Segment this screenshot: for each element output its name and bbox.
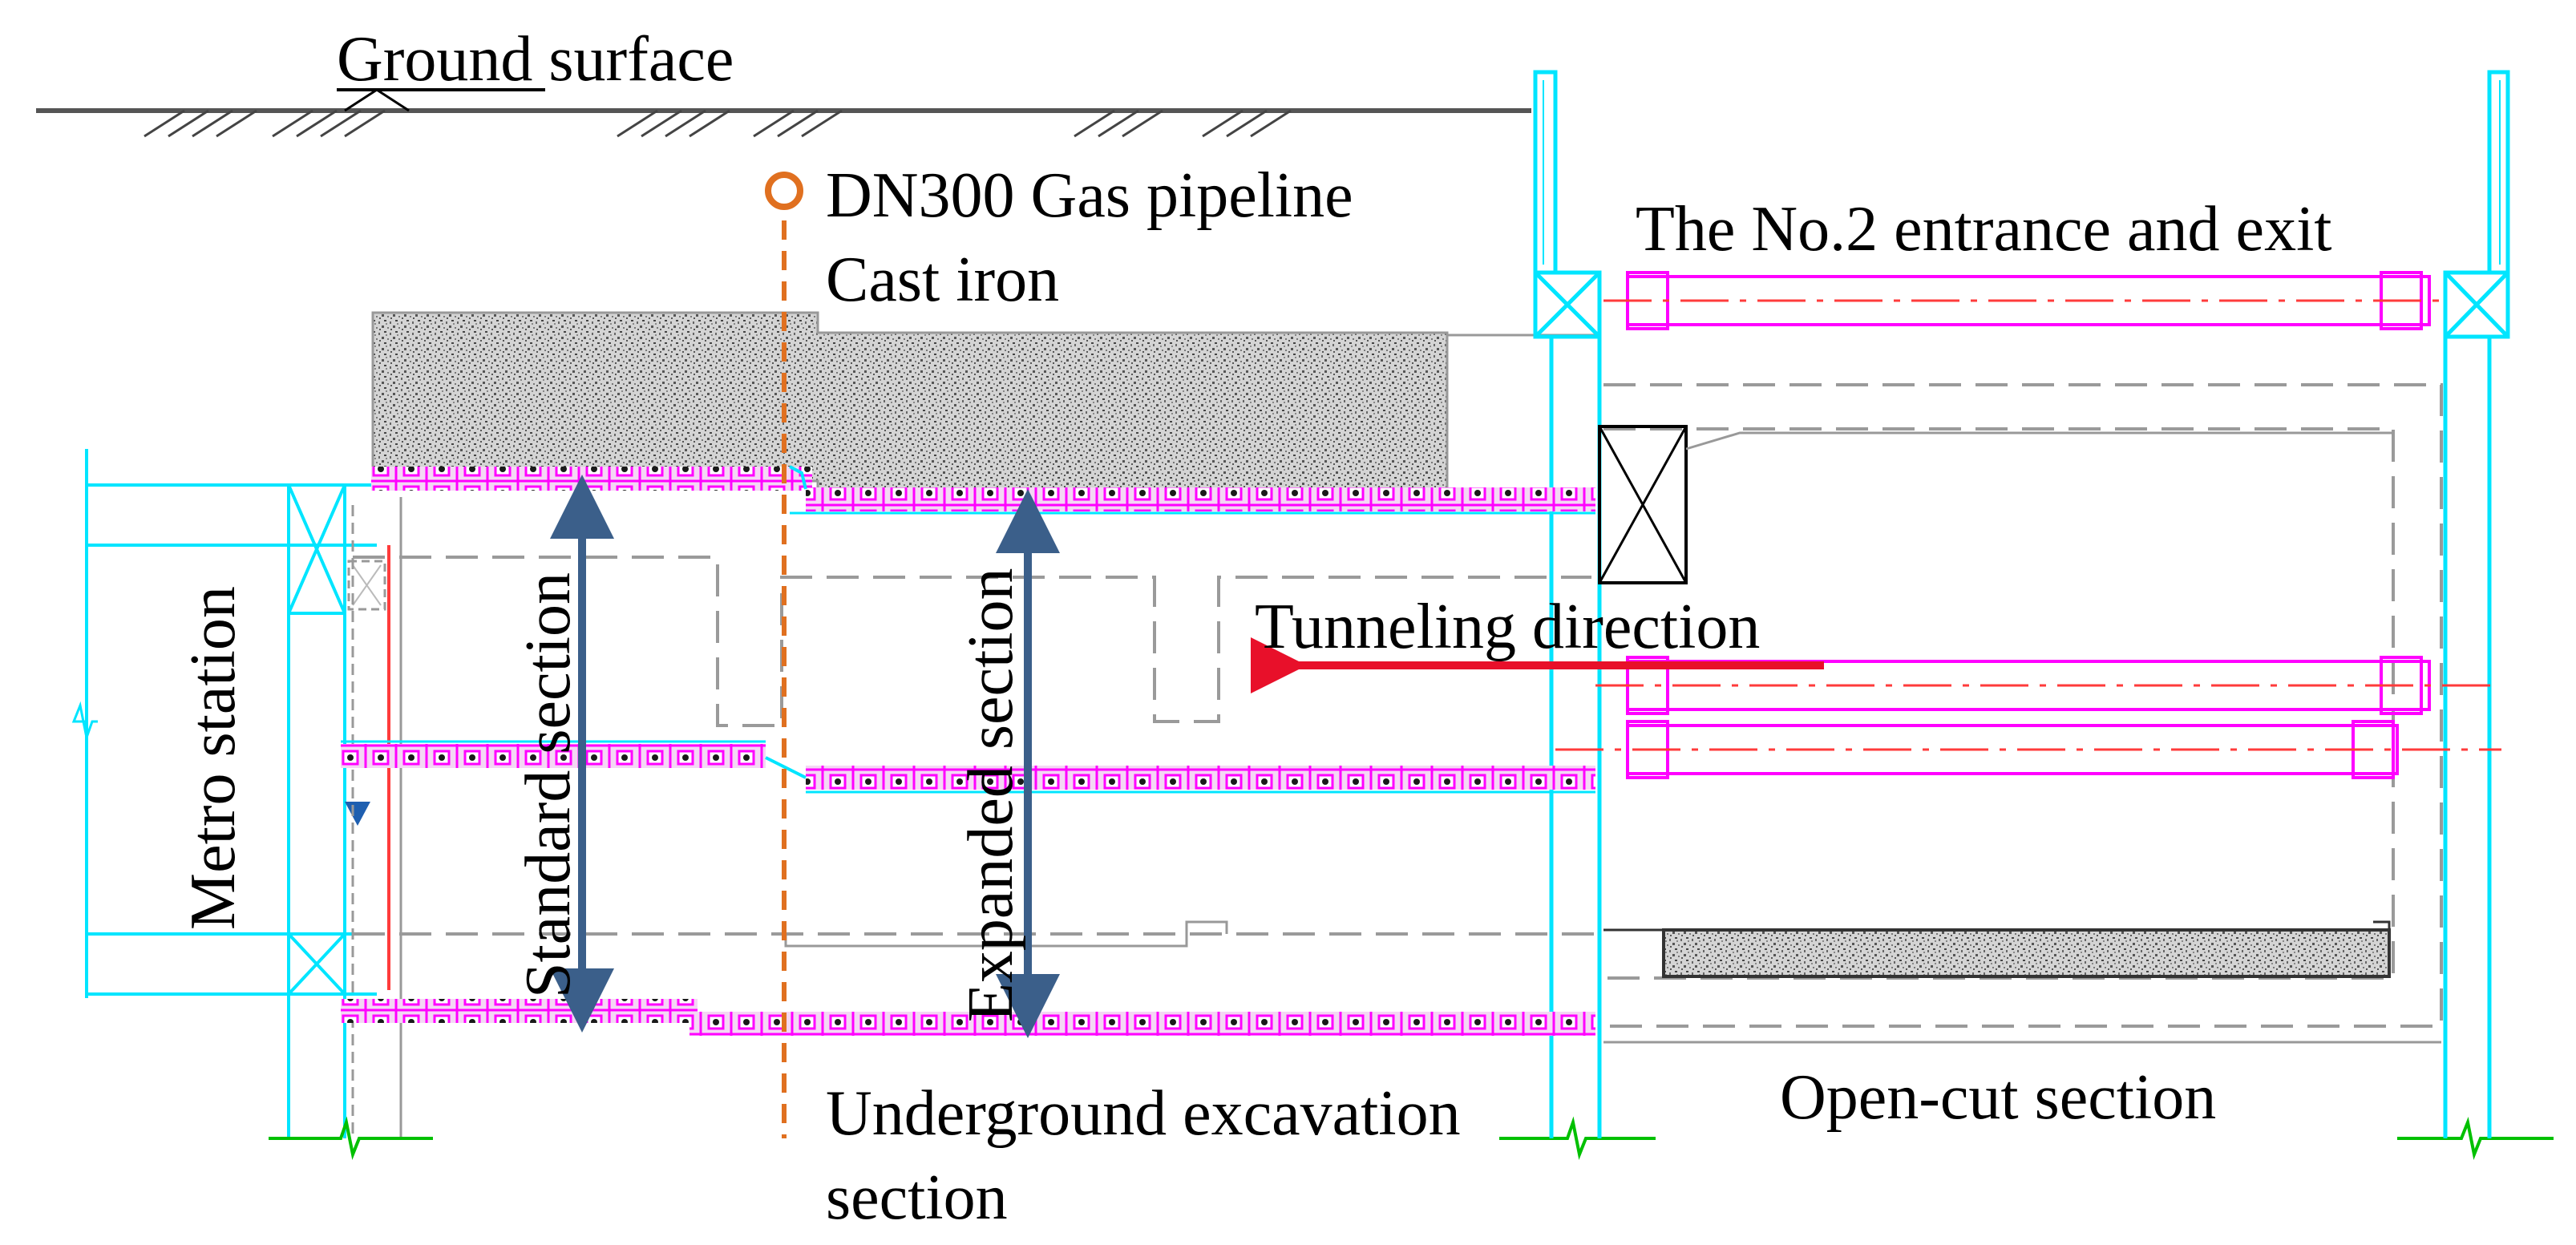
pipe-roof-bot-left (341, 999, 698, 1023)
metro-station-structure (85, 449, 377, 1138)
soil-cover (371, 311, 1449, 492)
gas-pipeline-label: DN300 Gas pipeline (826, 160, 1353, 231)
break-line-left (71, 701, 98, 742)
pipe-roof (341, 465, 1595, 1036)
support-axes (1555, 299, 2501, 751)
gas-pipeline-icon (765, 172, 803, 210)
gas-pipeline (765, 172, 803, 1138)
standard-section-label: Standard section (513, 572, 584, 998)
pipe-roof-top-left (371, 467, 812, 491)
gas-pipeline-material-label: Cast iron (826, 245, 1059, 315)
bottom-slab (1662, 928, 2391, 978)
ground-line (36, 88, 1531, 138)
pipe-roof-bot-right (689, 1012, 1595, 1036)
pipe-roof-top-right (806, 487, 1595, 511)
underground-excavation-label-2: section (826, 1162, 1008, 1233)
open-cut-structure (1533, 70, 2510, 1138)
steel-supports (1626, 271, 2431, 779)
tunneling-direction-label: Tunneling direction (1255, 592, 1760, 662)
pile-box (1598, 425, 1688, 584)
entrance-exit-label: The No.2 entrance and exit (1636, 194, 2332, 265)
metro-station-label: Metro station (178, 586, 249, 930)
open-cut-section-label: Open-cut section (1780, 1062, 2216, 1133)
ground-surface-label: Ground surface (337, 24, 734, 95)
expanded-section-label: Expanded section (956, 568, 1026, 1022)
small-box-marker (347, 560, 386, 611)
underground-excavation-label: Underground excavation (826, 1078, 1461, 1149)
pipe-roof-mid-right (806, 766, 1595, 790)
ground-hatch (144, 109, 1292, 138)
water-level-marker (345, 802, 370, 826)
wall-texture (1543, 80, 2501, 265)
